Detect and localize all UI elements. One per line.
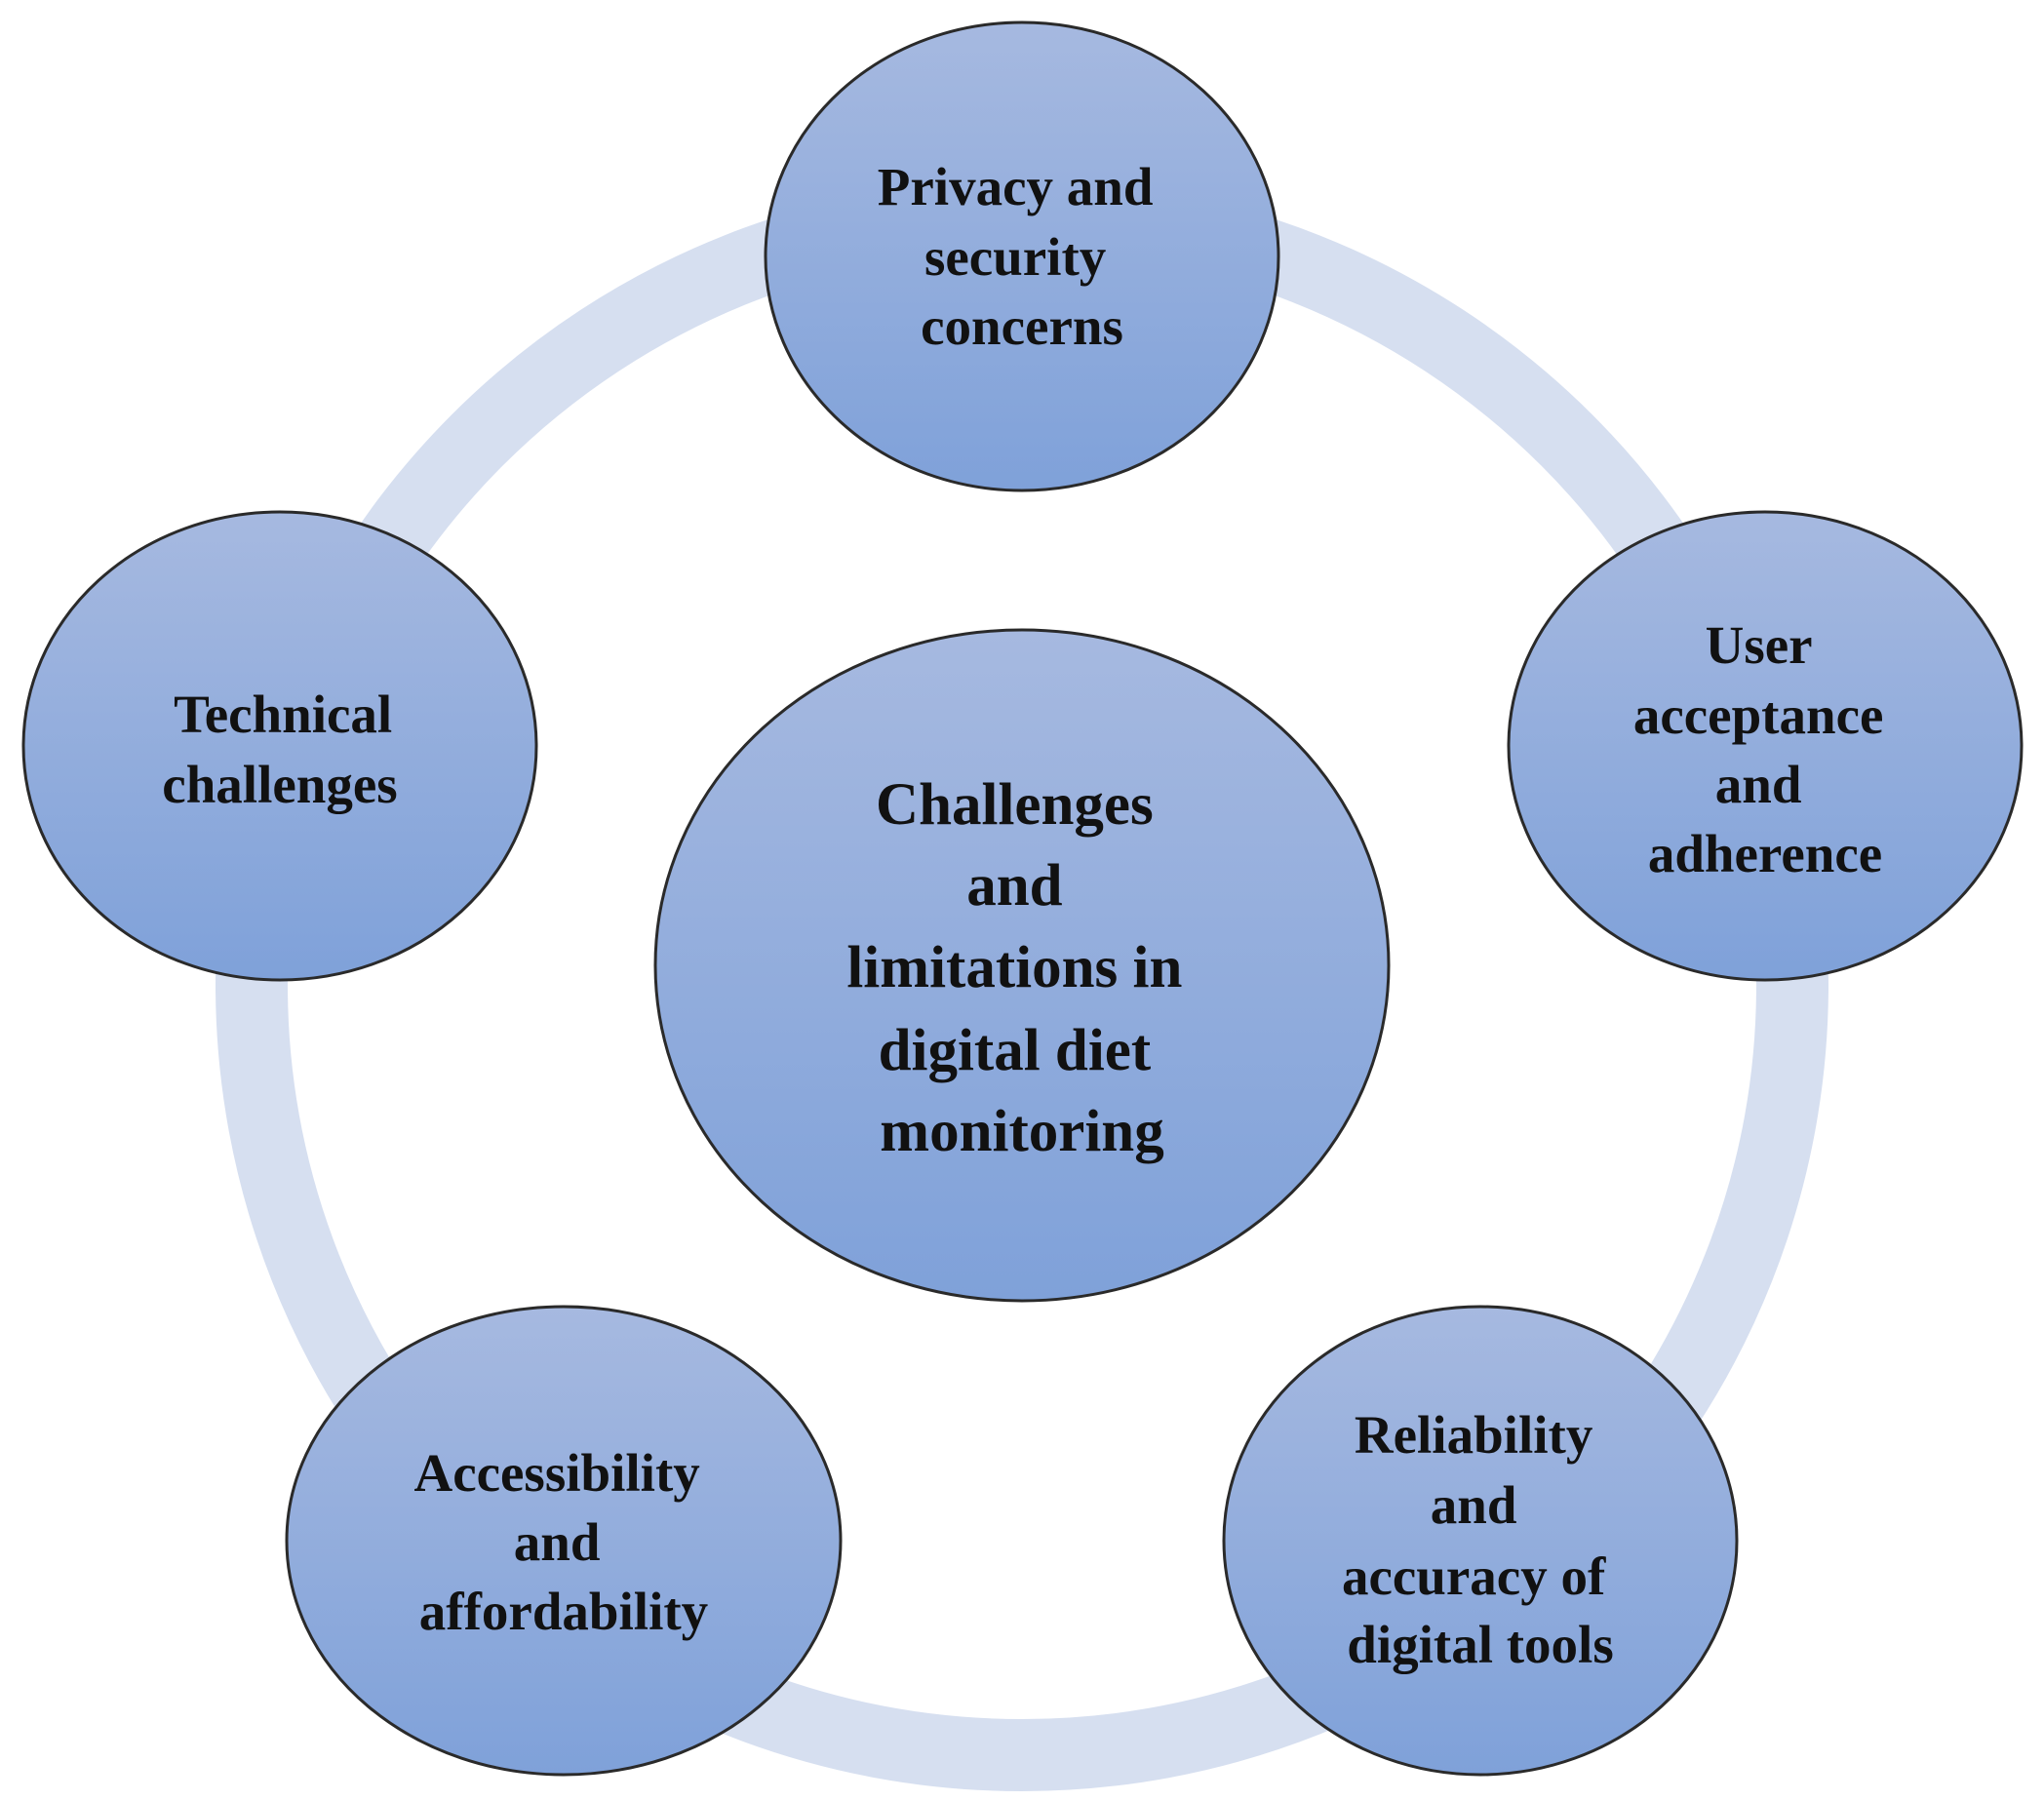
node-user-acceptance: User acceptance and adherence [1507, 510, 2024, 982]
node-label-line: challenges [162, 755, 397, 814]
node-reliability: Reliability and accuracy of digital tool… [1222, 1305, 1739, 1777]
node-label-line: and [1431, 1475, 1517, 1535]
node-privacy: Privacy and security concerns [764, 20, 1280, 492]
node-label-line: accuracy of [1342, 1547, 1606, 1606]
center-node-label: Challenges and limitations in digital di… [846, 772, 1197, 1164]
node-accessibility: Accessibility and affordability [285, 1305, 843, 1777]
center-label-line: digital diet [879, 1018, 1152, 1083]
node-label-line: User [1706, 615, 1813, 675]
center-label-line: Challenges [876, 772, 1154, 838]
node-label-line: digital tools [1347, 1615, 1614, 1674]
node-user-acceptance-label: User acceptance and adherence [1633, 615, 1897, 883]
node-privacy-label: Privacy and security concerns [878, 157, 1166, 356]
node-label-line: affordability [419, 1582, 708, 1641]
node-technical-label: Technical challenges [162, 685, 406, 814]
center-label-line: limitations in [846, 935, 1182, 1000]
node-label-line: Privacy and [878, 157, 1154, 216]
center-label-line: monitoring [880, 1099, 1163, 1164]
node-label-line: and [1715, 755, 1802, 814]
node-label-line: Reliability [1355, 1405, 1592, 1465]
center-node: Challenges and limitations in digital di… [653, 628, 1391, 1303]
node-accessibility-shape [285, 1305, 843, 1777]
node-label-line: Technical [174, 685, 392, 744]
node-accessibility-label: Accessibility and affordability [413, 1443, 713, 1641]
node-label-line: concerns [921, 296, 1123, 356]
node-user-acceptance-shape [1507, 510, 2024, 982]
node-label-line: adherence [1648, 824, 1882, 883]
node-label-line: security [924, 227, 1106, 287]
center-label-line: and [966, 853, 1062, 919]
node-label-line: Accessibility [413, 1443, 699, 1503]
node-reliability-label: Reliability and accuracy of digital tool… [1342, 1405, 1619, 1674]
center-node-shape [653, 628, 1391, 1303]
node-technical-shape [21, 510, 538, 982]
node-privacy-shape [764, 20, 1280, 492]
node-label-line: acceptance [1633, 685, 1884, 745]
node-technical: Technical challenges [21, 510, 538, 982]
node-reliability-shape [1222, 1305, 1739, 1777]
node-label-line: and [514, 1512, 601, 1572]
